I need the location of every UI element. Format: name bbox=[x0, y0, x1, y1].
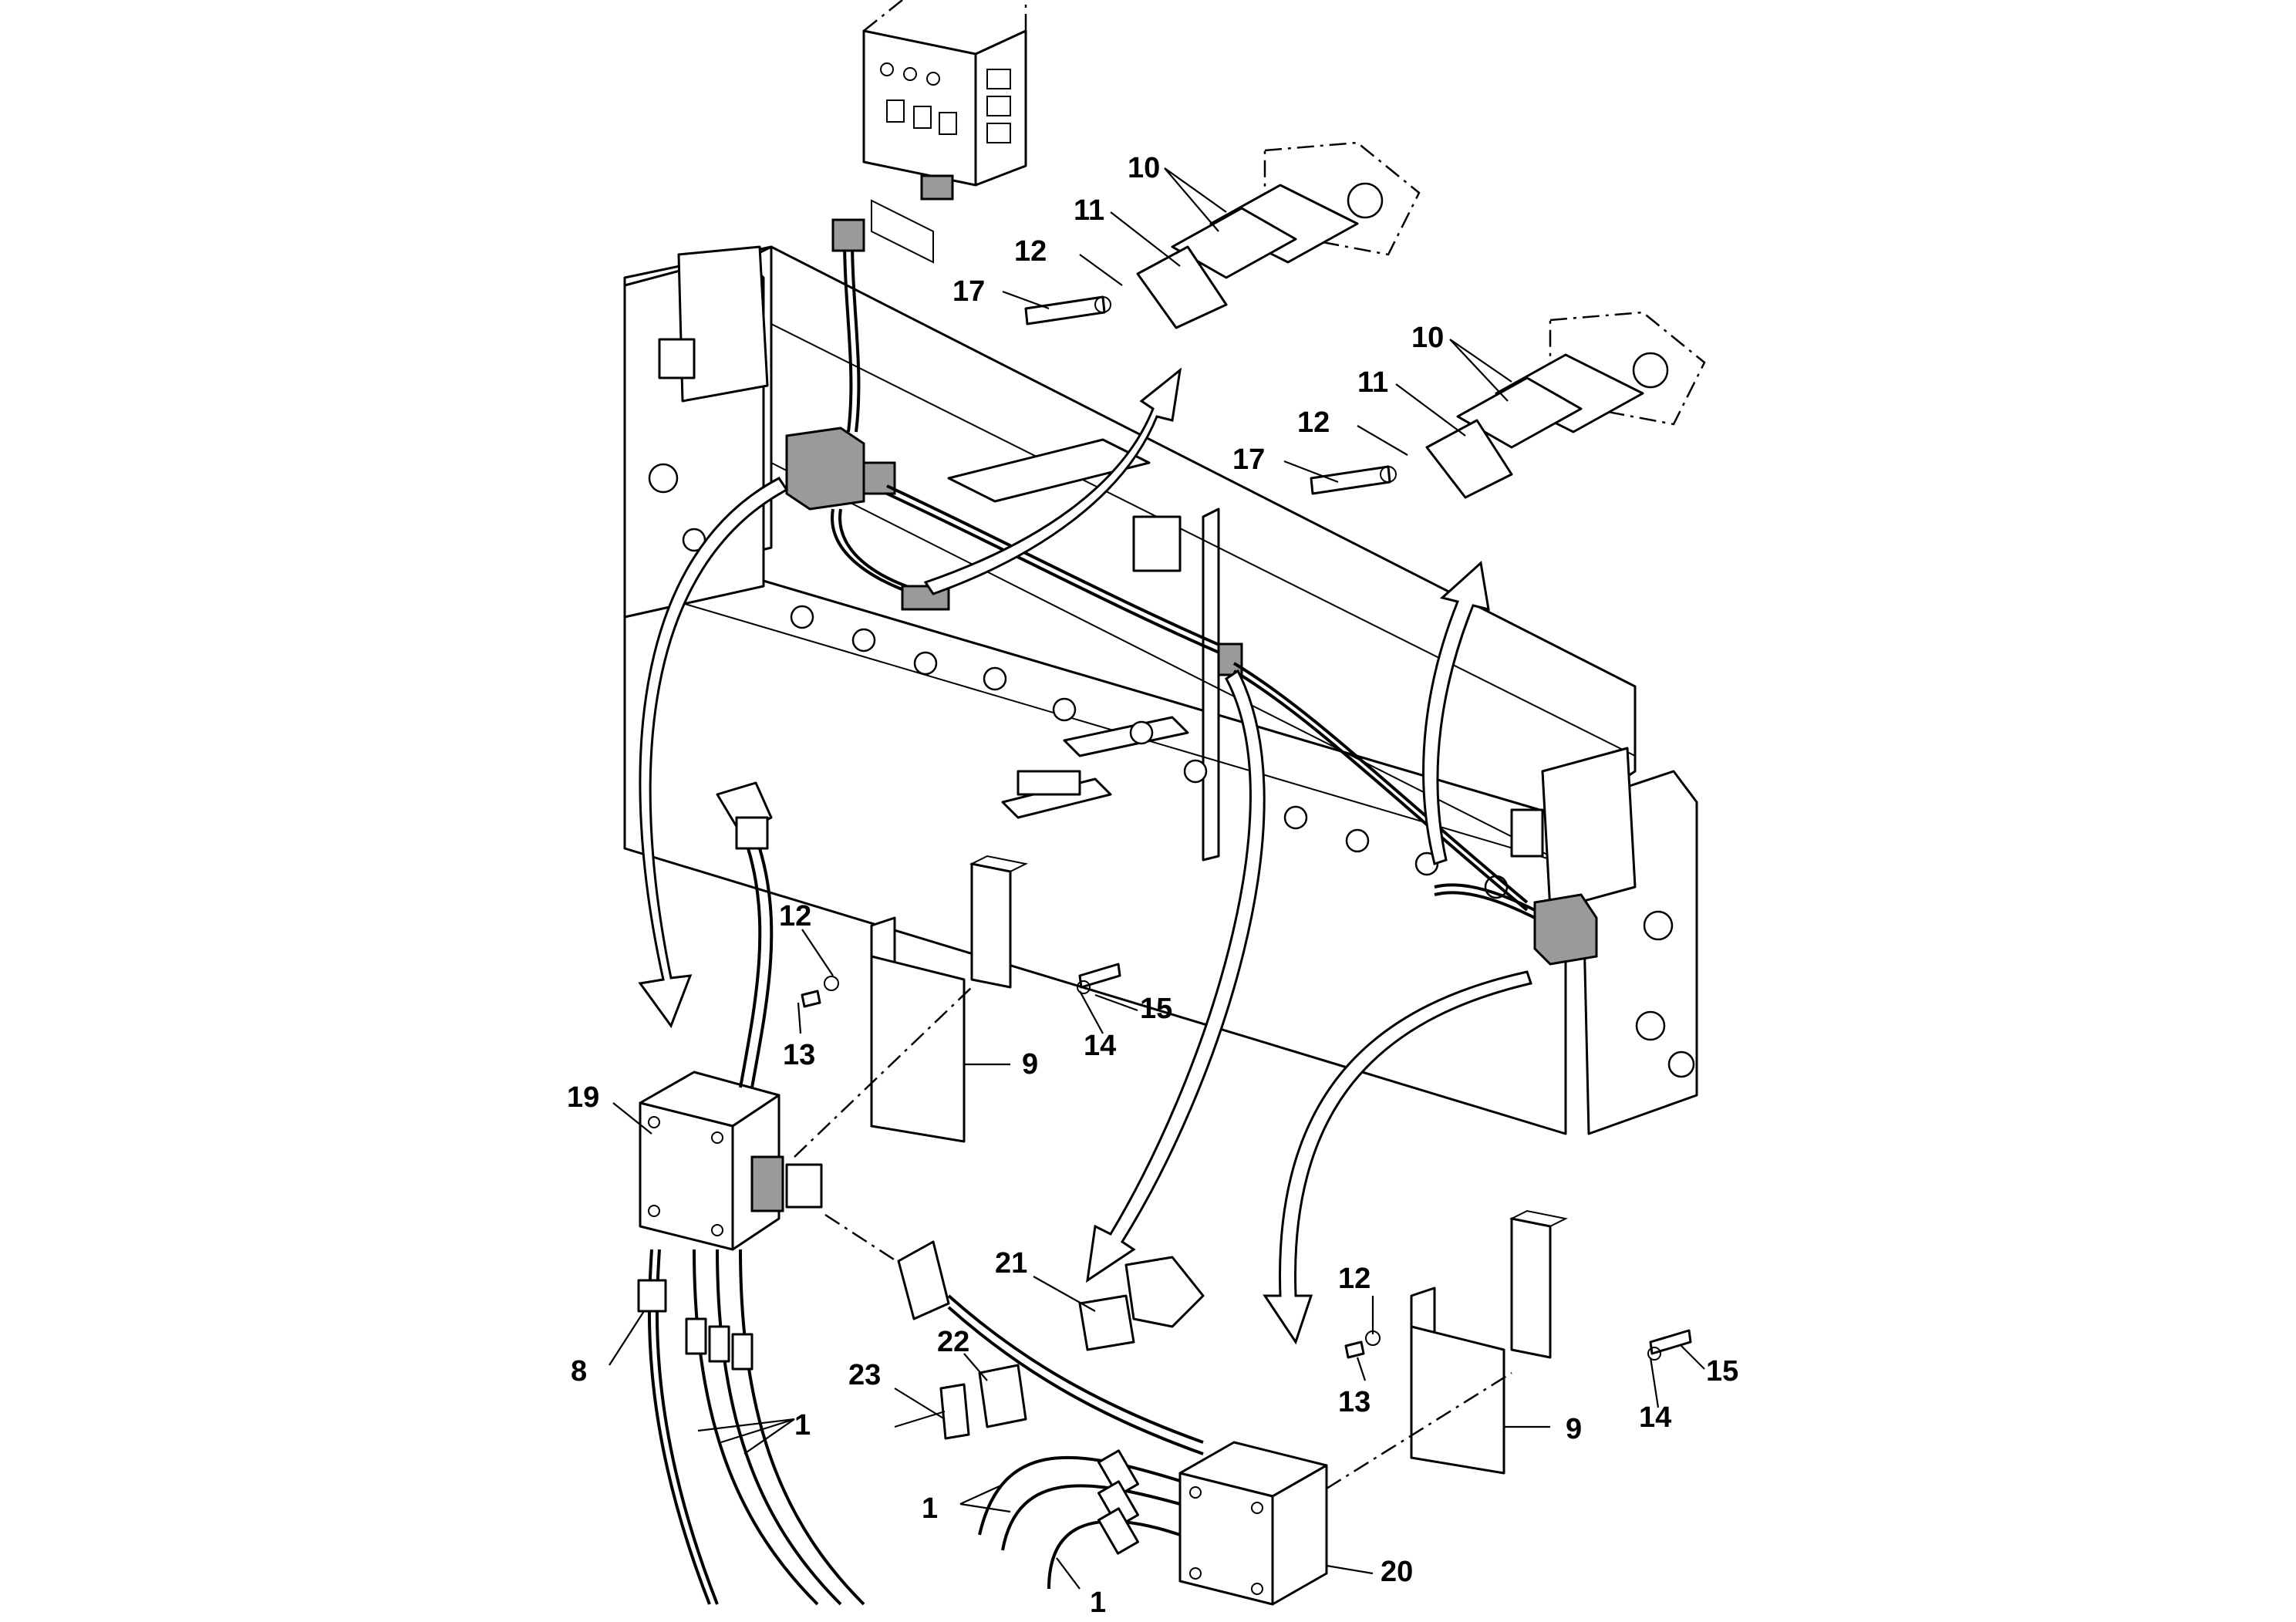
callout-10-lower: 10 bbox=[1411, 322, 1444, 354]
callout-8: 8 bbox=[571, 1355, 587, 1388]
callout-1-center: 1 bbox=[922, 1492, 938, 1525]
callout-21: 21 bbox=[995, 1247, 1027, 1280]
callout-10-upper: 10 bbox=[1128, 152, 1160, 184]
callout-12-upper: 12 bbox=[1014, 235, 1047, 268]
callout-14-right: 14 bbox=[1639, 1401, 1671, 1434]
callout-14-left: 14 bbox=[1084, 1030, 1116, 1062]
callout-13-left: 13 bbox=[783, 1039, 815, 1071]
mounting-bracket-9-right bbox=[1326, 1209, 1692, 1490]
control-box bbox=[862, 0, 1027, 264]
callout-23: 23 bbox=[848, 1359, 881, 1391]
callout-13-right: 13 bbox=[1338, 1386, 1371, 1418]
mounting-bracket-9-left bbox=[794, 855, 1121, 1158]
callout-15-left: 15 bbox=[1140, 993, 1172, 1025]
callout-22: 22 bbox=[937, 1326, 969, 1358]
callout-15-right: 15 bbox=[1706, 1355, 1738, 1388]
clamp-assembly-upper bbox=[1024, 141, 1421, 329]
callout-9-right: 9 bbox=[1566, 1413, 1582, 1445]
junction-box-20 bbox=[978, 1441, 1328, 1606]
cable-harness-left bbox=[637, 1249, 865, 1606]
callout-1-bottom: 1 bbox=[1090, 1587, 1106, 1619]
chassis-frame bbox=[623, 245, 1698, 1135]
leader-lines bbox=[609, 167, 1705, 1590]
callout-labels: 10 11 12 17 10 11 12 17 12 15 13 14 9 19… bbox=[567, 152, 1738, 1619]
callout-9-left: 9 bbox=[1022, 1048, 1038, 1081]
clamp-assembly-lower bbox=[1310, 311, 1706, 499]
flow-arrows bbox=[638, 367, 1532, 1345]
callout-11-upper: 11 bbox=[1074, 194, 1104, 227]
callout-12-right: 12 bbox=[1338, 1263, 1371, 1295]
callout-11-lower: 11 bbox=[1357, 366, 1388, 399]
callout-17-upper: 17 bbox=[952, 275, 985, 308]
junction-box-19 bbox=[639, 781, 823, 1251]
callout-12-left: 12 bbox=[779, 900, 811, 932]
callout-12-lower: 12 bbox=[1297, 406, 1330, 439]
callout-17-lower: 17 bbox=[1232, 443, 1265, 476]
junction-block-left bbox=[785, 218, 1598, 966]
callout-1-left: 1 bbox=[794, 1409, 811, 1442]
callout-19: 19 bbox=[567, 1081, 599, 1114]
connector-clips-center bbox=[824, 1213, 1205, 1455]
callout-20: 20 bbox=[1381, 1556, 1413, 1588]
